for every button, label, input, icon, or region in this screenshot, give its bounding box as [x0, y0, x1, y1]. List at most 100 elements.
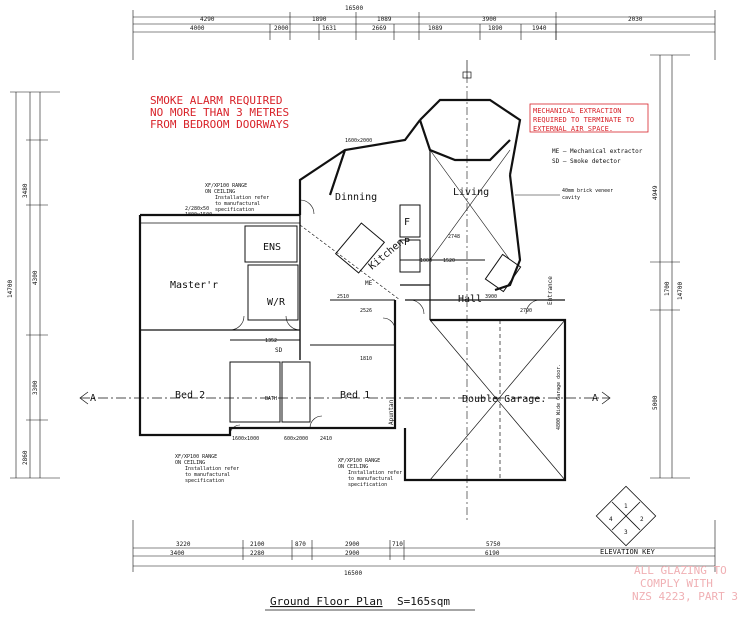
- room-apuntan: Apuntan: [388, 399, 395, 425]
- tag-me: ME: [365, 280, 373, 287]
- dim-left-a: 3480: [22, 183, 29, 198]
- room-garage: Double Garage.: [462, 394, 546, 405]
- dim-int-2: 1000: [420, 258, 432, 264]
- room-bed1: Bed 1: [340, 390, 370, 401]
- window-note-3: 1600x2000: [345, 138, 372, 144]
- dim-bottom-total: 16500: [344, 570, 362, 577]
- dim-top-total: 16500: [345, 5, 363, 12]
- section-line: [79, 391, 611, 405]
- dim-right-b: 5000: [652, 395, 659, 410]
- brick-note-1: 40mm brick veneer: [562, 188, 613, 194]
- dim-int-5: 2526: [360, 308, 372, 314]
- window-note-5: 600x2000: [284, 436, 308, 442]
- svg-text:XF/XP100 RANGE: XF/XP100 RANGE: [175, 454, 217, 460]
- elevation-key: [595, 485, 657, 547]
- legend-sd: SD — Smoke detector: [552, 158, 621, 165]
- range-note-master: XF/XP100 RANGE ON CEILING Installation r…: [205, 183, 269, 213]
- svg-text:Installation refer: Installation refer: [185, 466, 239, 472]
- dim-bottom-2: 2100: [250, 541, 265, 548]
- mech-note-2: REQUIRED TO TERMINATE TO: [533, 116, 634, 124]
- room-bath: BATH: [265, 396, 277, 402]
- mech-note-box: [529, 103, 649, 133]
- svg-text:XF/XP100 RANGE: XF/XP100 RANGE: [205, 183, 247, 189]
- plan-title: Ground Floor Plan: [270, 595, 383, 608]
- svg-text:specification: specification: [185, 478, 224, 484]
- elev-4: 4: [609, 516, 613, 523]
- svg-text:to manufactural: to manufactural: [185, 472, 230, 478]
- dim-top2-4: 2669: [372, 25, 387, 32]
- range-note-bed1: XF/XP100 RANGE ON CEILING Installation r…: [338, 458, 402, 488]
- svg-text:XF/XP100 RANGE: XF/XP100 RANGE: [338, 458, 380, 464]
- living-hatching: [299, 149, 511, 301]
- section-mark-right: A: [592, 393, 598, 404]
- range-note-bed2: XF/XP100 RANGE ON CEILING Installation r…: [175, 454, 239, 484]
- svg-text:Installation refer: Installation refer: [215, 195, 269, 201]
- window-note-1: 2/280x50: [185, 206, 209, 212]
- dim-int-4: 2510: [337, 294, 349, 300]
- tag-sd: SD: [275, 347, 283, 354]
- dim-right-total: 14700: [677, 282, 684, 300]
- bottom-dimensions: [132, 520, 716, 572]
- dim-right-a: 4949: [652, 185, 659, 200]
- garage-hatching: [429, 319, 566, 481]
- dim-top2-3: 1631: [322, 25, 337, 32]
- brick-note-2: cavity: [562, 195, 580, 201]
- dim-left-b: 4300: [32, 270, 39, 285]
- left-dimensions: [10, 91, 60, 479]
- dim-int-6: 1352: [265, 338, 277, 344]
- dim-left-total: 14700: [7, 280, 14, 298]
- dim-top2-6: 1890: [488, 25, 503, 32]
- glazing-note-2: COMPLY WITH: [640, 577, 713, 590]
- dim-top-5: 2030: [628, 16, 643, 23]
- plan-scale: S=165sqm: [397, 595, 450, 608]
- elev-1: 1: [624, 503, 628, 510]
- legend-me: ME — Mechanical extractor: [552, 148, 643, 155]
- glazing-note-1: ALL GLAZING TO: [634, 564, 727, 577]
- top-dimensions: [132, 10, 716, 60]
- interior-partitions: [229, 204, 522, 423]
- dim-top2-1: 4000: [190, 25, 205, 32]
- room-hall: Hall: [458, 294, 482, 305]
- elev-3: 3: [624, 529, 628, 536]
- dim-int-10: 3900: [485, 294, 497, 300]
- room-entrance: Entrance: [547, 276, 554, 305]
- smoke-note-2: NO MORE THAN 3 METRES: [150, 106, 289, 119]
- svg-text:specification: specification: [348, 482, 387, 488]
- dim-int-9: 2410: [320, 436, 332, 442]
- dim-int-8: 2790: [520, 308, 532, 314]
- room-dinning: Dinning: [335, 192, 377, 203]
- dim-bottom2-3: 2900: [345, 550, 360, 557]
- dim-bottom-6: 5750: [486, 541, 501, 548]
- svg-text:ON CEILING: ON CEILING: [338, 464, 368, 470]
- dim-top2-7: 1940: [532, 25, 547, 32]
- dim-int-7: 1810: [360, 356, 372, 362]
- section-mark-left: A: [90, 393, 96, 404]
- window-note-2: 1800x1500: [185, 212, 212, 218]
- room-wr: W/R: [267, 297, 286, 308]
- svg-text:specification: specification: [215, 207, 254, 213]
- dim-left-c: 3300: [32, 380, 39, 395]
- mech-note-3: EXTERNAL AIR SPACE.: [533, 125, 613, 133]
- svg-text:Installation refer: Installation refer: [348, 470, 402, 476]
- dim-bottom-1: 3220: [176, 541, 191, 548]
- mech-note-1: MECHANICAL EXTRACTION: [533, 107, 622, 115]
- elev-2: 2: [640, 516, 644, 523]
- dim-right-c: 1700: [664, 281, 671, 296]
- right-dimensions: [650, 54, 690, 479]
- dim-bottom2-1: 3400: [170, 550, 185, 557]
- svg-text:to manufactural: to manufactural: [348, 476, 393, 482]
- room-master: Master'r: [170, 280, 218, 291]
- dim-int-3: 1520: [443, 258, 455, 264]
- window-note-4: 1600x1000: [232, 436, 259, 442]
- room-pantry: P: [404, 237, 410, 248]
- svg-text:to manufactural: to manufactural: [215, 201, 260, 207]
- dim-bottom-4: 2900: [345, 541, 360, 548]
- dim-left-d: 2860: [22, 450, 29, 465]
- door-swings: [229, 199, 541, 436]
- room-living: Living: [453, 187, 489, 198]
- north-marker: [462, 60, 472, 79]
- dim-bottom2-4: 6190: [485, 550, 500, 557]
- dim-top2-2: 2000: [274, 25, 289, 32]
- dim-top-2: 1890: [312, 16, 327, 23]
